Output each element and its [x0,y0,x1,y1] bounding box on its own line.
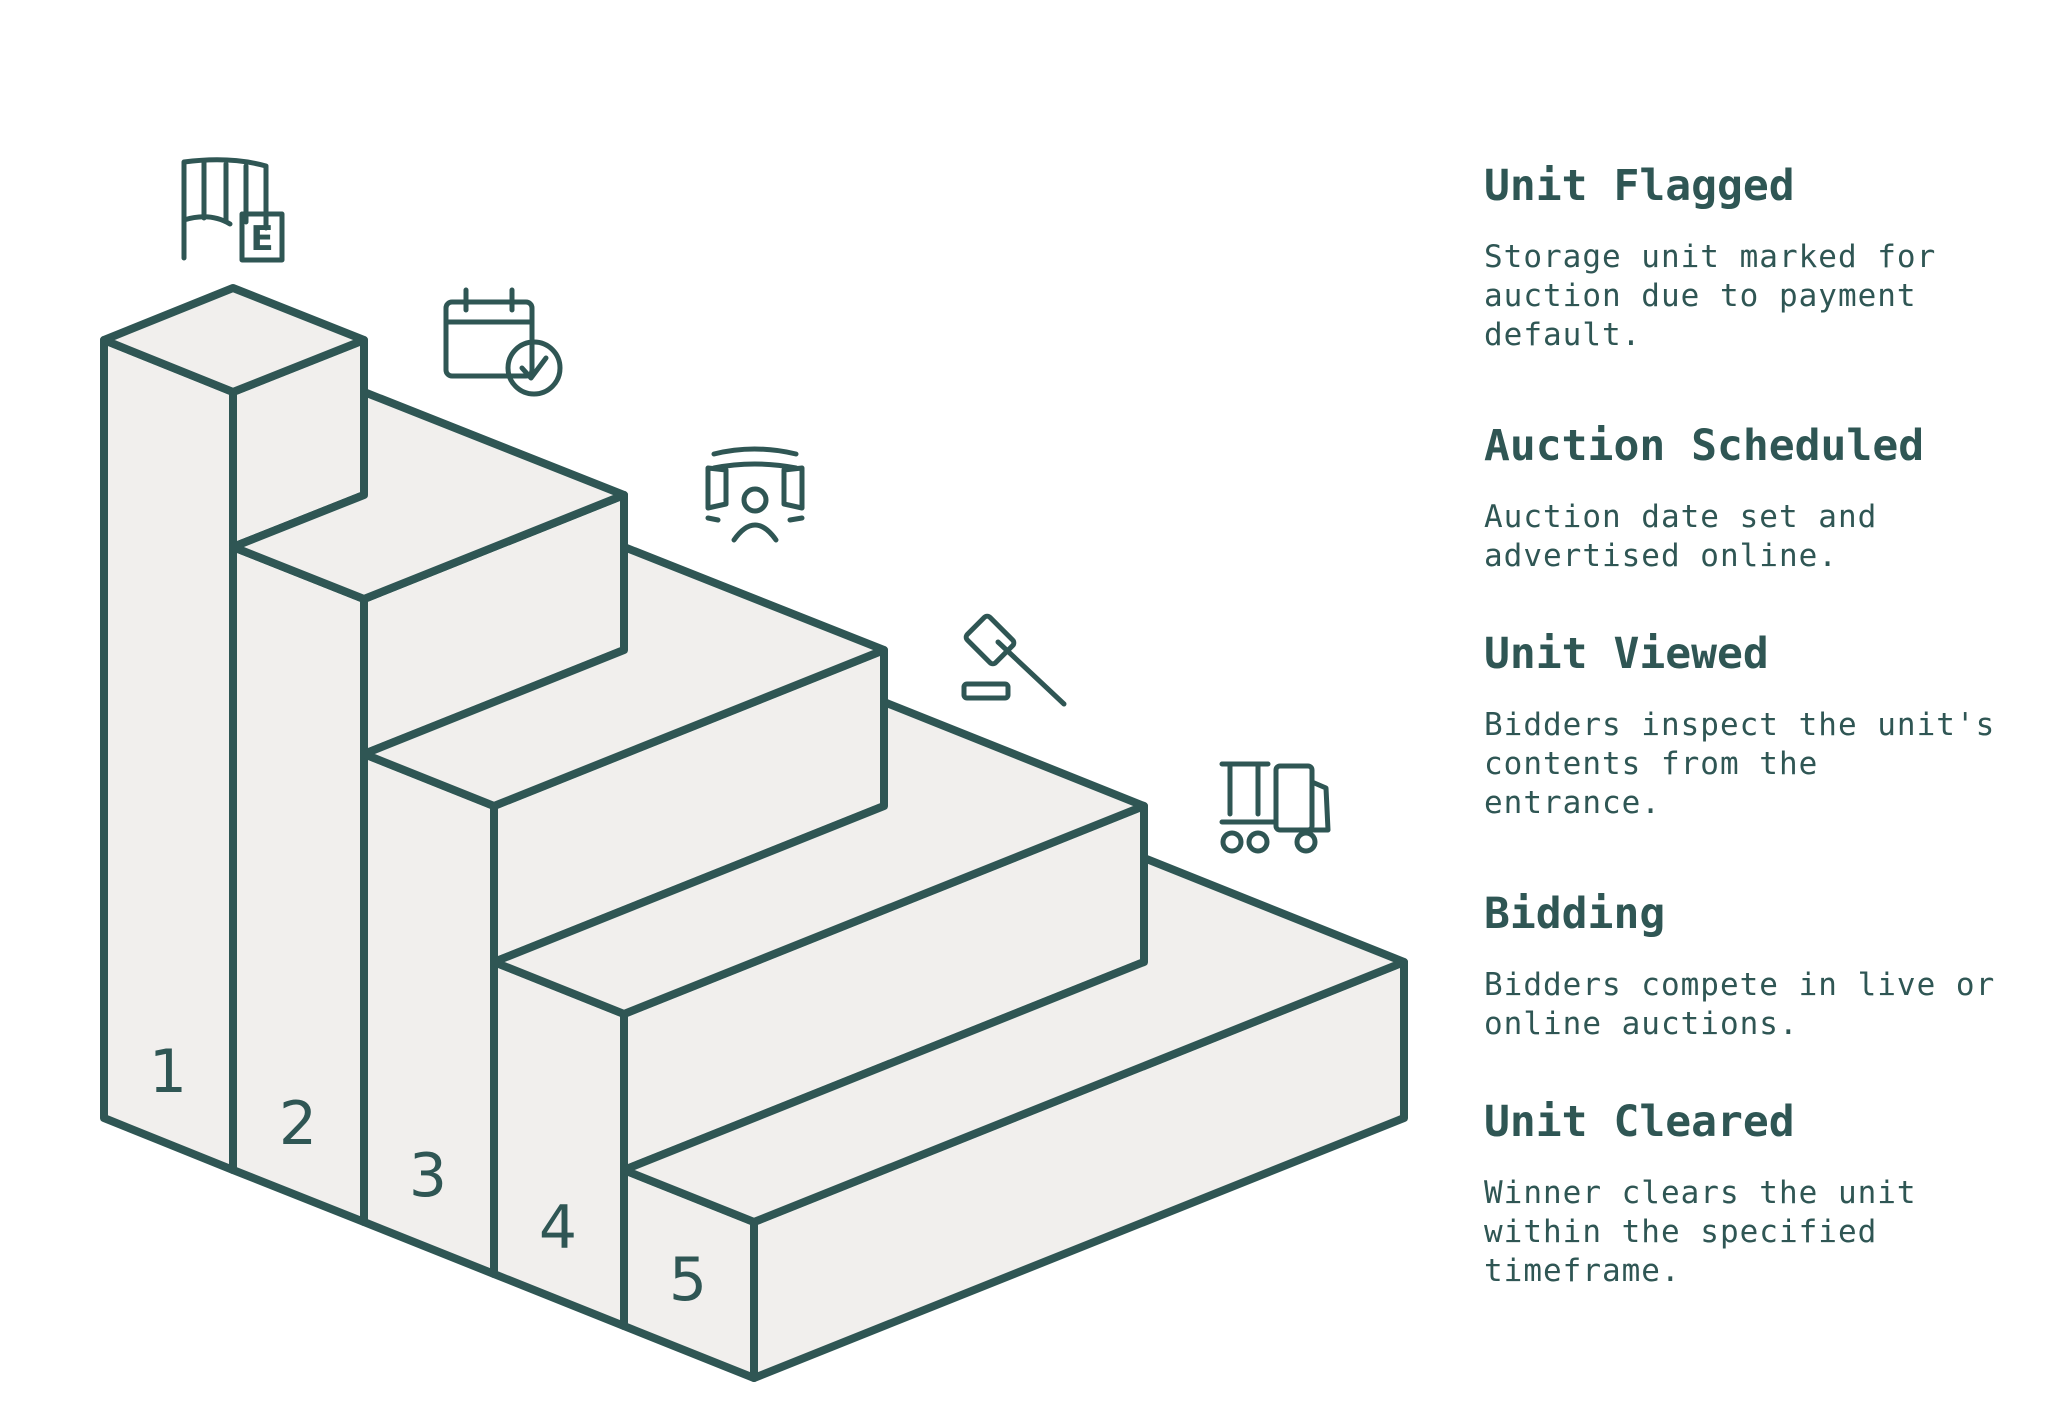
step-3-text: Unit Viewed Bidders inspect the unit's c… [1484,628,2004,823]
step-4-tread [490,698,1148,1018]
step-4-description: Bidders compete in live or online auctio… [1484,967,1996,1042]
step-number-5: 5 [669,1245,707,1315]
forklift-truck-icon [1219,761,1331,854]
viewer-icon [705,446,805,543]
step-5-description: Winner clears the unit within the specif… [1484,1175,1917,1289]
step-5-tread [620,854,1408,1226]
step-1-description: Storage unit marked for auction due to p… [1484,239,1937,353]
step-4-block [490,698,1148,1330]
step-2-title: Auction Scheduled [1484,421,1925,471]
step-1-top [100,284,368,396]
step-5-text: Unit Cleared Winner clears the unit with… [1484,1096,2004,1291]
step-4-side [490,958,628,1330]
step-number-4: 4 [539,1193,577,1263]
step-number-2: 2 [279,1089,317,1159]
step-2-text: Auction Scheduled Auction date set and a… [1484,420,2004,576]
step-4-text: Bidding Bidders compete in live or onlin… [1484,888,2004,1044]
step-4-title: Bidding [1484,889,1666,939]
step-3-tread [360,543,888,810]
step-1-block [100,284,368,1174]
step-5-title: Unit Cleared [1484,1097,1795,1147]
step-2-tread [229,388,628,603]
step-2-block [229,388,628,1226]
document-icon-label: E [250,219,273,259]
flag-document-icon: E [181,157,285,263]
step-1-text: Unit Flagged Storage unit marked for auc… [1484,160,2004,355]
calendar-check-icon [443,287,563,397]
step-1-title: Unit Flagged [1484,161,1795,211]
step-3-block [360,543,888,1278]
step-number-1: 1 [149,1037,187,1107]
gavel-icon [961,613,1067,707]
step-3-description: Bidders inspect the unit's contents from… [1484,707,1996,821]
staircase-diagram: 1 2 3 4 5 E [100,157,1408,1382]
step-3-title: Unit Viewed [1484,629,1769,679]
step-5-block [620,854,1408,1382]
step-2-description: Auction date set and advertised online. [1484,499,1878,574]
step-number-3: 3 [409,1141,447,1211]
